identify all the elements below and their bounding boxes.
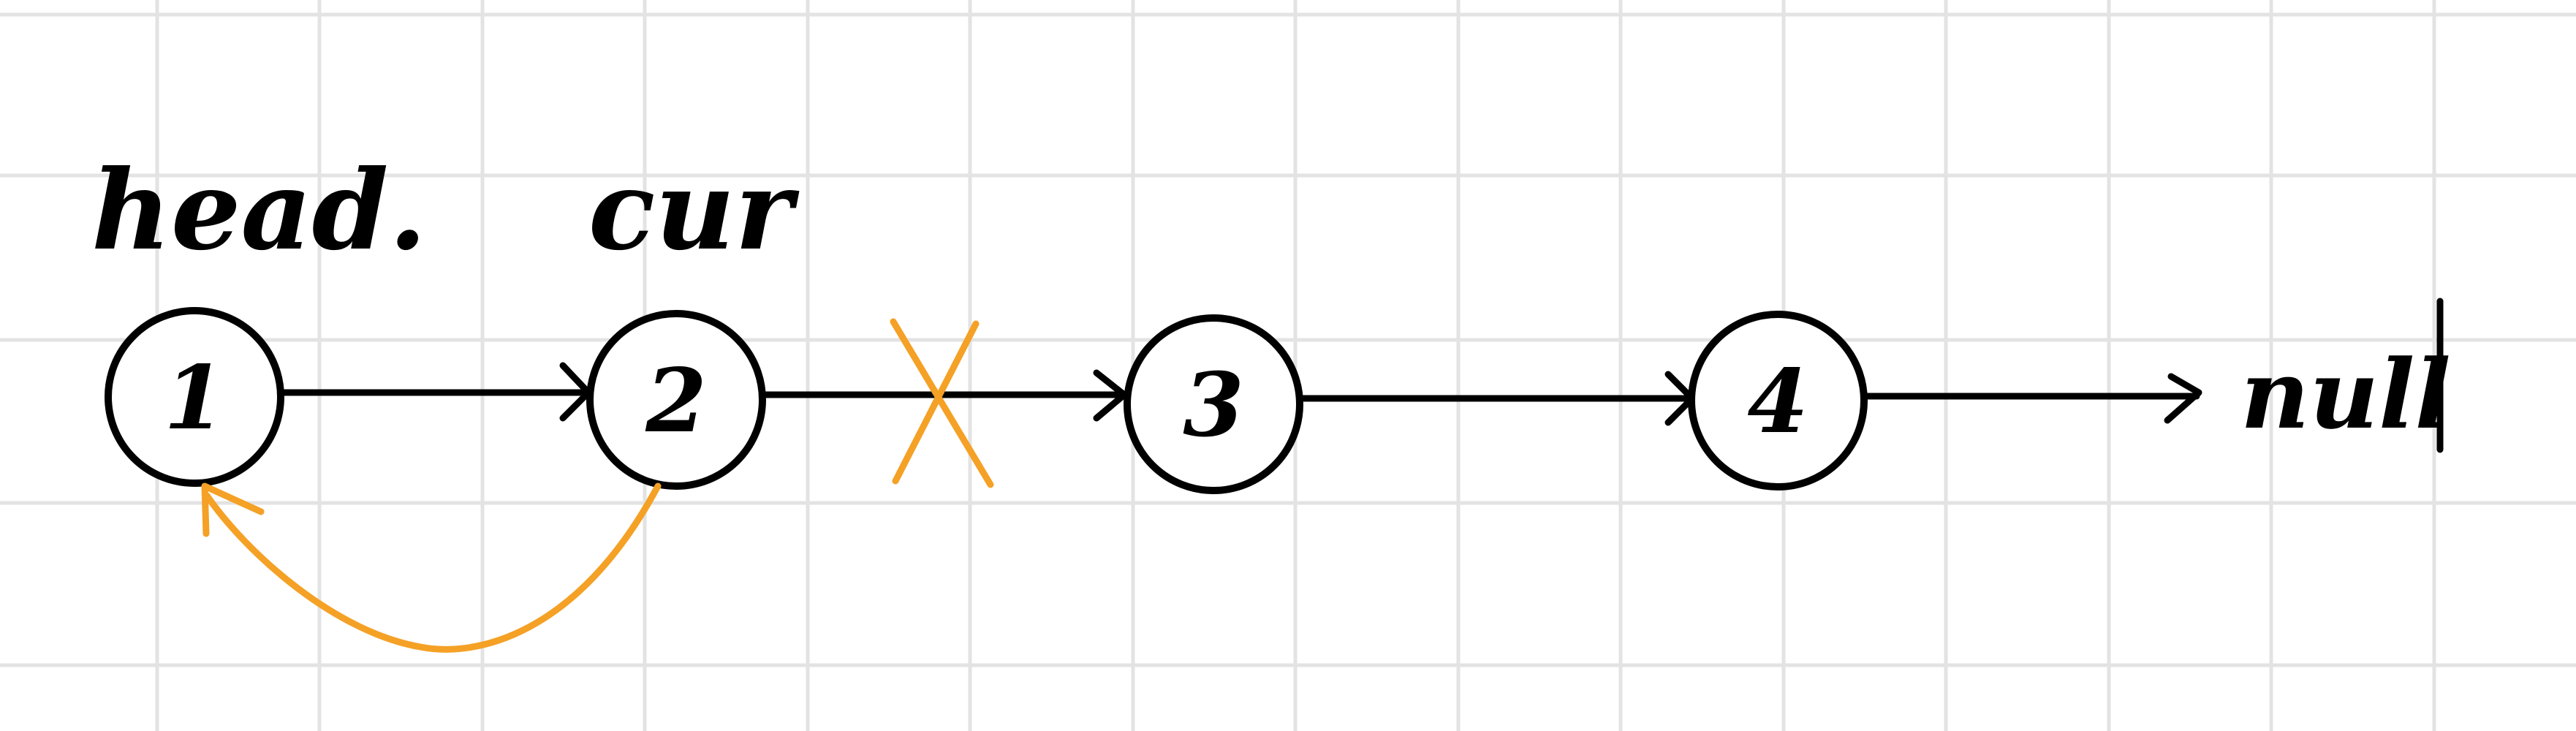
reverse-pointer-arrow <box>201 482 662 653</box>
cur-label: cur <box>588 146 800 275</box>
edge-1-to-2 <box>278 362 592 422</box>
null-label: null <box>2240 338 2451 450</box>
node-4-value: 4 <box>1747 350 1808 453</box>
broken-link-cross-mark <box>890 318 994 488</box>
edge-3-to-4 <box>1298 371 1696 426</box>
cross-stroke-a <box>890 318 994 488</box>
head-label: head. <box>91 146 427 275</box>
node-3-value: 3 <box>1183 354 1244 457</box>
reverse-pointer-head <box>201 482 265 537</box>
node-2: 2 <box>586 310 766 490</box>
node-4: 4 <box>1688 311 1868 491</box>
edge-4-to-null <box>1864 373 2202 424</box>
node-3: 3 <box>1124 314 1303 494</box>
reverse-pointer-curve <box>203 482 662 653</box>
node-1-value: 1 <box>164 346 225 450</box>
node-2-value: 2 <box>645 349 707 452</box>
node-1: 1 <box>105 307 284 487</box>
cross-stroke-b <box>892 320 980 485</box>
